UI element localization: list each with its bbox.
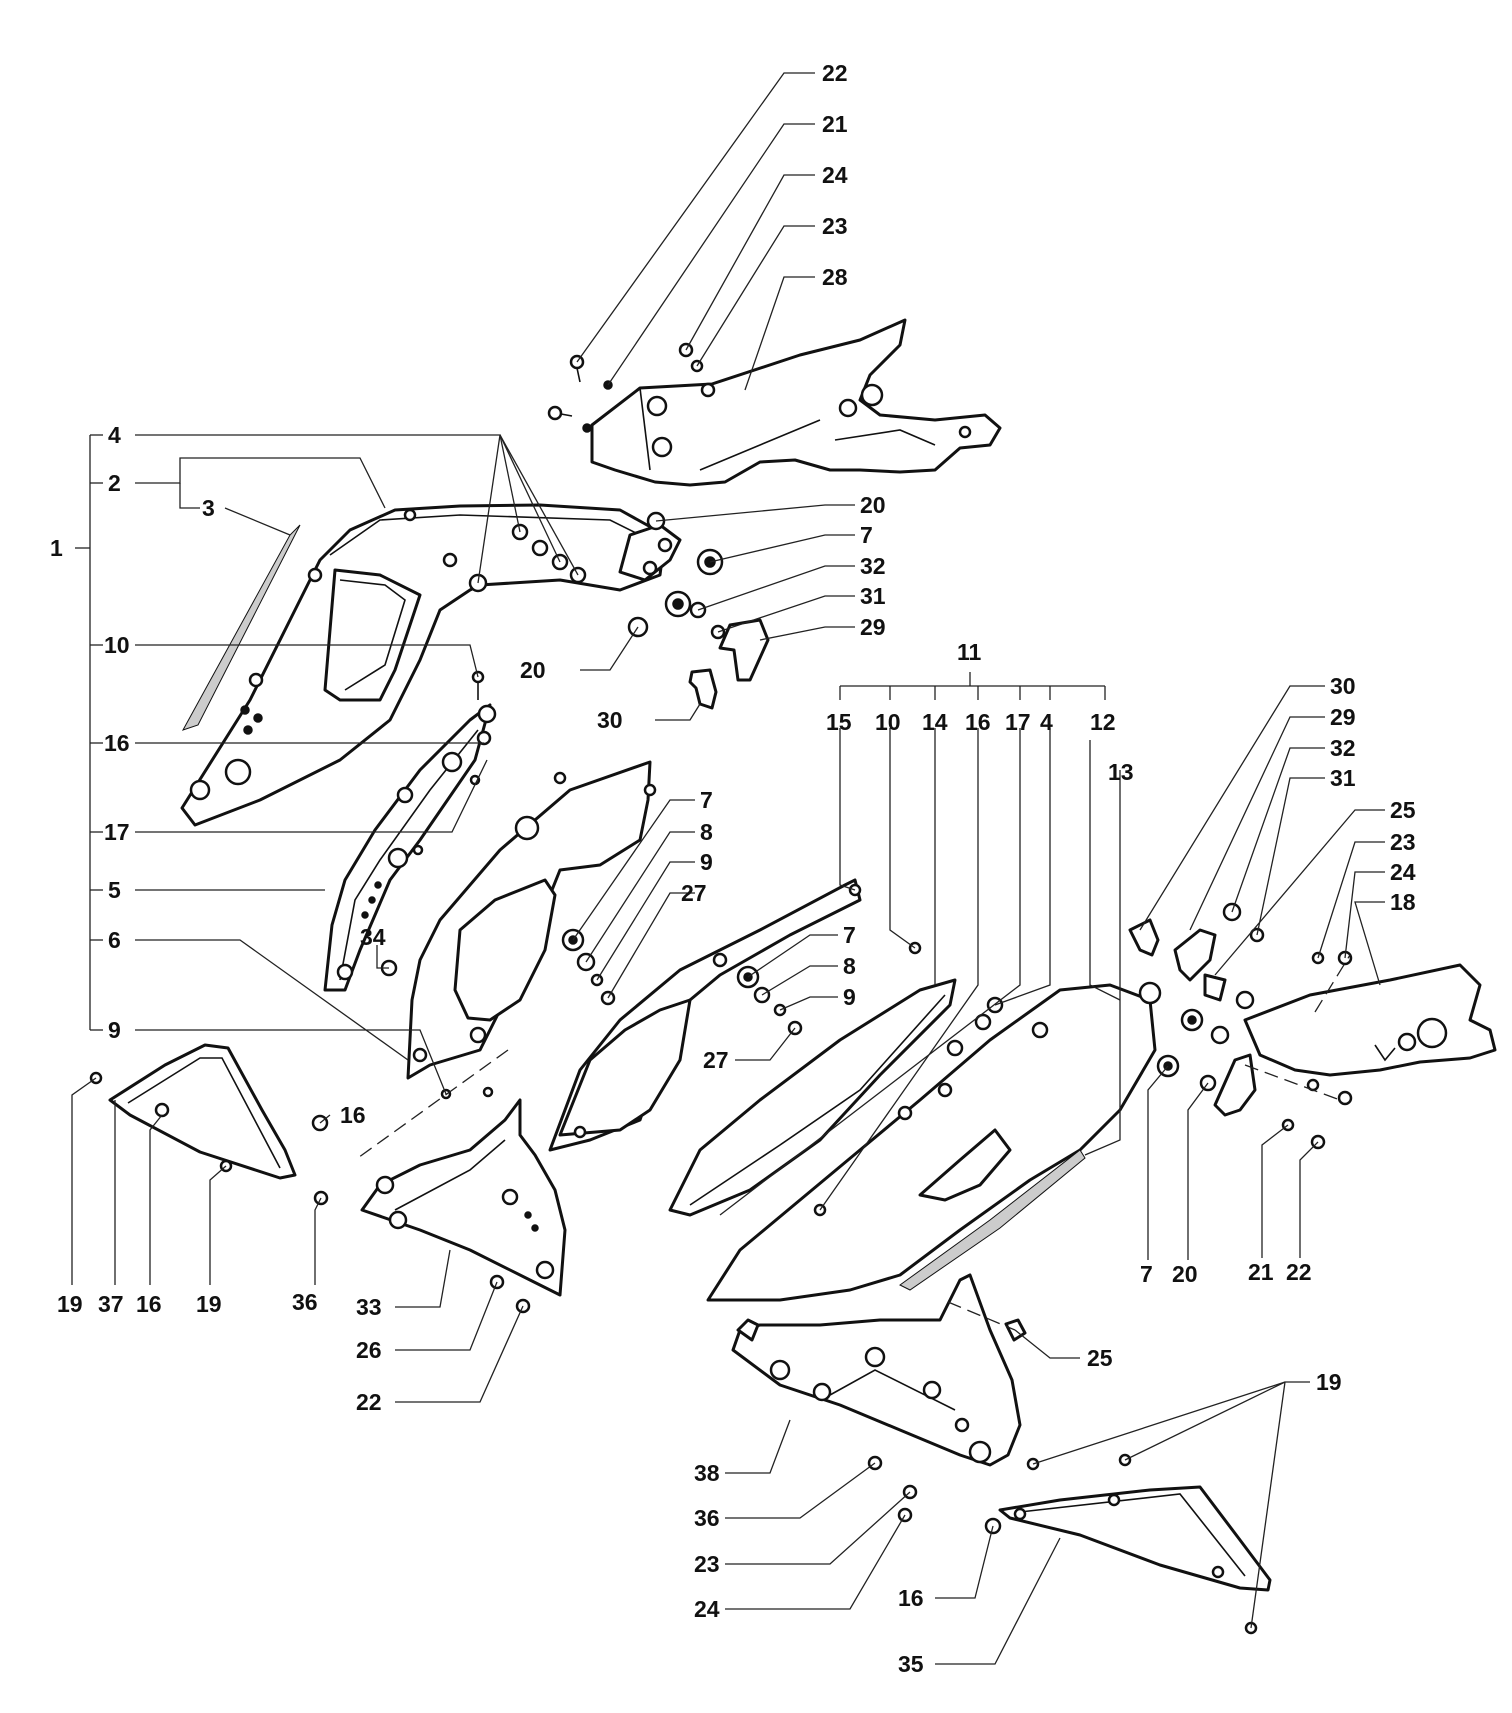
callout-4-center: 4: [1040, 709, 1053, 735]
callout-20-upper: 20: [860, 492, 886, 518]
callout-32-right: 32: [1330, 735, 1356, 761]
callout-19-lower-left-a: 19: [57, 1291, 83, 1317]
callout-9-duct: 9: [700, 849, 713, 875]
callout-32-upper: 32: [860, 553, 886, 579]
callout-10-center: 10: [875, 709, 901, 735]
callout-16-lower-right: 16: [898, 1585, 924, 1611]
callout-25-lower: 25: [1087, 1345, 1113, 1371]
side-fairing-grommets: [946, 981, 1230, 1092]
callout-22-lower-left: 22: [356, 1389, 382, 1415]
callout-13: 13: [1108, 759, 1134, 785]
callout-27-duct: 27: [681, 880, 707, 906]
callout-25-right: 25: [1390, 797, 1416, 823]
part-35-right-triangle: [867, 1453, 1272, 1635]
callout-2: 2: [108, 470, 121, 496]
callout-20-bottom-right: 20: [1172, 1261, 1198, 1287]
callout-27-center: 27: [703, 1047, 729, 1073]
callout-18: 18: [1390, 889, 1416, 915]
callout-38: 38: [694, 1460, 720, 1486]
callout-8-duct: 8: [700, 819, 713, 845]
callout-5: 5: [108, 877, 121, 903]
callout-9-center: 9: [843, 984, 856, 1010]
callout-30-upper: 30: [597, 707, 623, 733]
callout-29-right: 29: [1330, 704, 1356, 730]
callout-19-lower-right: 19: [1316, 1369, 1342, 1395]
callout-23-right: 23: [1390, 829, 1416, 855]
callout-6: 6: [108, 927, 121, 953]
callout-23-lower: 23: [694, 1551, 720, 1577]
callout-26: 26: [356, 1337, 382, 1363]
callout-21-bottom-right: 21: [1248, 1259, 1274, 1285]
callout-24-top: 24: [822, 162, 848, 188]
callout-15: 15: [826, 709, 852, 735]
callout-35: 35: [898, 1651, 924, 1677]
part-37-left-triangle: [89, 1043, 329, 1206]
callout-30-right: 30: [1330, 673, 1356, 699]
callout-16-center: 16: [965, 709, 991, 735]
callout-20-mid: 20: [520, 657, 546, 683]
callout-11: 11: [957, 639, 982, 665]
callout-22-top: 22: [822, 60, 848, 86]
part-2-upper-fairing: [180, 503, 682, 827]
callout-22-bottom-right: 22: [1286, 1259, 1312, 1285]
callout-16-left: 16: [104, 730, 130, 756]
callout-21-top: 21: [822, 111, 848, 137]
part-5-side-frame: [323, 703, 497, 992]
upper-fairing-mount-hardware: [627, 511, 770, 710]
callout-17-center: 17: [1005, 709, 1031, 735]
callout-29-upper: 29: [860, 614, 886, 640]
part-12-main-side-fairing: [706, 983, 1157, 1302]
part-14-side-panel: [668, 978, 957, 1217]
callout-28: 28: [822, 264, 848, 290]
callout-33: 33: [356, 1294, 382, 1320]
callout-14: 14: [922, 709, 948, 735]
callout-19-lower-left-b: 19: [196, 1291, 222, 1317]
callout-31-upper: 31: [860, 583, 886, 609]
callout-36-right: 36: [694, 1505, 720, 1531]
callout-4-left: 4: [108, 422, 121, 448]
callout-23-top: 23: [822, 213, 848, 239]
callout-7-duct: 7: [700, 787, 713, 813]
callout-17-left: 17: [104, 819, 130, 845]
callout-1: 1: [50, 535, 63, 561]
callout-31-right: 31: [1330, 765, 1356, 791]
leader-lines: [71, 72, 1385, 1665]
callout-3: 3: [202, 495, 215, 521]
part-28-rear-bracket: [590, 318, 1002, 487]
fasteners-top-group: [547, 342, 704, 433]
callout-10-left: 10: [104, 632, 130, 658]
part-18-rear-fairing: [1213, 950, 1497, 1117]
callout-9-left: 9: [108, 1017, 121, 1043]
callout-16-lower-left-b: 16: [136, 1291, 162, 1317]
callout-24-right: 24: [1390, 859, 1416, 885]
callout-7-upper: 7: [860, 522, 873, 548]
right-lower-fasteners: [1281, 1078, 1353, 1150]
part-6-inner-duct: [406, 760, 657, 1080]
right-upper-brackets: [1128, 902, 1265, 1002]
callout-37: 37: [98, 1291, 124, 1317]
callout-labels: 22 21 24 23 28 4 2 3 1 20 7 32 31 29 20 …: [50, 60, 1416, 1677]
callout-8-center: 8: [843, 953, 856, 979]
assembly-dashed-lines: [354, 954, 1351, 1331]
part-38-belly-pan: [731, 1273, 1027, 1467]
callout-7-bottom-right: 7: [1140, 1261, 1153, 1287]
callout-36-left: 36: [292, 1289, 318, 1315]
callout-12: 12: [1090, 709, 1116, 735]
callout-7-center: 7: [843, 922, 856, 948]
callout-34: 34: [360, 924, 386, 950]
callout-16-lower-left: 16: [340, 1102, 366, 1128]
part-33-lower-bracket: [360, 1086, 567, 1314]
callout-24-lower: 24: [694, 1596, 720, 1622]
